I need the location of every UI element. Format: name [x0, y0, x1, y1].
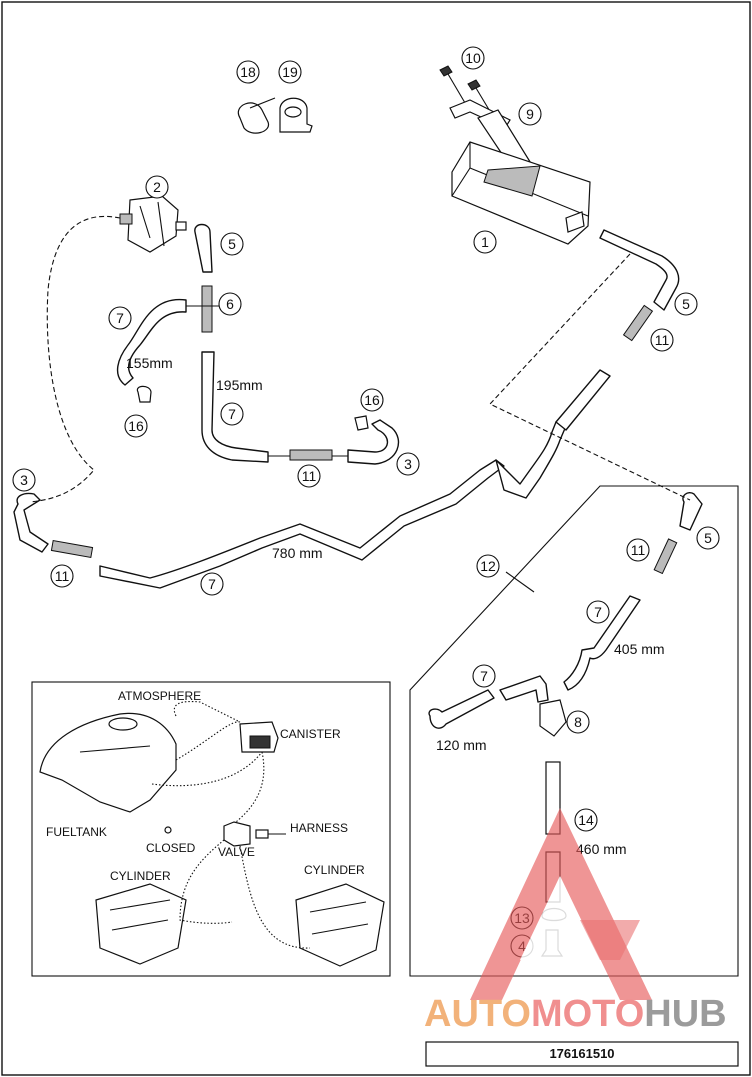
- kit-box: [409, 485, 739, 977]
- svg-text:7: 7: [228, 406, 236, 422]
- callout-7c: 7: [200, 572, 224, 596]
- kit-leader: [505, 571, 535, 593]
- hose-assembly-top-left: [116, 223, 400, 465]
- svg-text:7: 7: [116, 310, 124, 326]
- callout-7a: 7: [108, 306, 132, 330]
- svg-text:2: 2: [153, 179, 161, 195]
- dashed-link-canister: [489, 253, 691, 501]
- main-hose-assembly: [13, 229, 703, 589]
- label-closed: CLOSED: [146, 841, 196, 855]
- label-harness: HARNESS: [290, 821, 348, 835]
- callout-5b: 5: [674, 292, 698, 316]
- callout-5c: 5: [696, 526, 720, 550]
- schematic-frame: [31, 681, 391, 977]
- canister-part: [451, 141, 591, 245]
- svg-text:7: 7: [208, 576, 216, 592]
- dashed-link-valve: [29, 215, 121, 503]
- svg-text:11: 11: [55, 568, 70, 584]
- callout-16a: 16: [124, 414, 148, 438]
- valve-schematic: [223, 821, 251, 847]
- measure-405: 405 mm: [614, 641, 665, 657]
- svg-text:11: 11: [631, 542, 646, 558]
- svg-text:16: 16: [128, 418, 144, 434]
- callout-7d: 7: [586, 600, 610, 624]
- svg-text:6: 6: [226, 296, 234, 312]
- callout-19: 19: [278, 60, 302, 84]
- svg-text:18: 18: [240, 64, 256, 80]
- callout-3b: 3: [12, 468, 36, 492]
- label-canister: CANISTER: [280, 727, 341, 741]
- callout-6: 6: [218, 292, 242, 316]
- svg-text:1: 1: [481, 234, 489, 250]
- svg-text:9: 9: [526, 106, 534, 122]
- svg-text:8: 8: [574, 714, 582, 730]
- callout-10: 10: [461, 46, 485, 70]
- svg-text:10: 10: [465, 50, 481, 66]
- callout-2: 2: [145, 175, 169, 199]
- hose-clamp-part: [279, 97, 313, 133]
- callout-11c: 11: [650, 328, 674, 352]
- svg-text:3: 3: [404, 456, 412, 472]
- svg-text:14: 14: [578, 812, 594, 828]
- svg-text:5: 5: [228, 236, 236, 252]
- document-number: 176161510: [549, 1046, 614, 1061]
- callout-11a: 11: [297, 464, 321, 488]
- callout-5a: 5: [220, 232, 244, 256]
- svg-text:5: 5: [704, 530, 712, 546]
- measure-780: 780 mm: [272, 545, 323, 561]
- callout-1: 1: [473, 230, 497, 254]
- schematic-drawings: [39, 700, 385, 967]
- svg-text:7: 7: [480, 668, 488, 684]
- fueltank-drawing: [39, 712, 177, 813]
- callout-9: 9: [518, 102, 542, 126]
- svg-text:7: 7: [594, 604, 602, 620]
- callout-16b: 16: [360, 388, 384, 412]
- label-valve: VALVE: [218, 845, 255, 859]
- label-atmosphere: ATMOSPHERE: [118, 689, 201, 703]
- measure-195: 195mm: [216, 377, 263, 393]
- label-cylinder-left: CYLINDER: [110, 869, 171, 883]
- callout-11d: 11: [626, 538, 650, 562]
- docnum-box: [425, 1041, 739, 1067]
- svg-text:11: 11: [655, 332, 670, 348]
- callout-18: 18: [236, 60, 260, 84]
- svg-text:16: 16: [364, 392, 380, 408]
- watermark-text: AUTOMOTOHUB: [424, 993, 727, 1035]
- svg-text:12: 12: [480, 558, 496, 574]
- callout-11b: 11: [50, 564, 74, 588]
- callout-12: 12: [476, 554, 500, 578]
- measure-120: 120 mm: [436, 737, 487, 753]
- measurements: 155mm 195mm 780 mm 405 mm 120 mm 460 mm: [126, 355, 665, 857]
- svg-text:3: 3: [20, 472, 28, 488]
- watermark-logo: [470, 808, 652, 1000]
- svg-text:11: 11: [302, 468, 317, 484]
- label-cylinder-right: CYLINDER: [304, 863, 365, 877]
- svg-text:5: 5: [682, 296, 690, 312]
- schematic-labels: ATMOSPHERE CANISTER FUELTANK CLOSED VALV…: [46, 689, 365, 883]
- callouts: 18 19 10 9 1 2 5 6 7 16 7 16 3 11 3 11 7…: [12, 46, 720, 958]
- measure-155: 155mm: [126, 355, 173, 371]
- cable-tie-part: [237, 97, 276, 134]
- svg-text:19: 19: [282, 64, 298, 80]
- callout-14: 14: [574, 808, 598, 832]
- callout-7b: 7: [220, 402, 244, 426]
- purge-valve-part: [119, 195, 187, 253]
- cylinder-left-drawing: [95, 883, 187, 965]
- callout-8: 8: [566, 710, 590, 734]
- callout-7e: 7: [472, 664, 496, 688]
- measure-460: 460 mm: [576, 841, 627, 857]
- label-fueltank: FUELTANK: [46, 825, 107, 839]
- callout-3a: 3: [396, 452, 420, 476]
- cylinder-right-drawing: [295, 883, 385, 967]
